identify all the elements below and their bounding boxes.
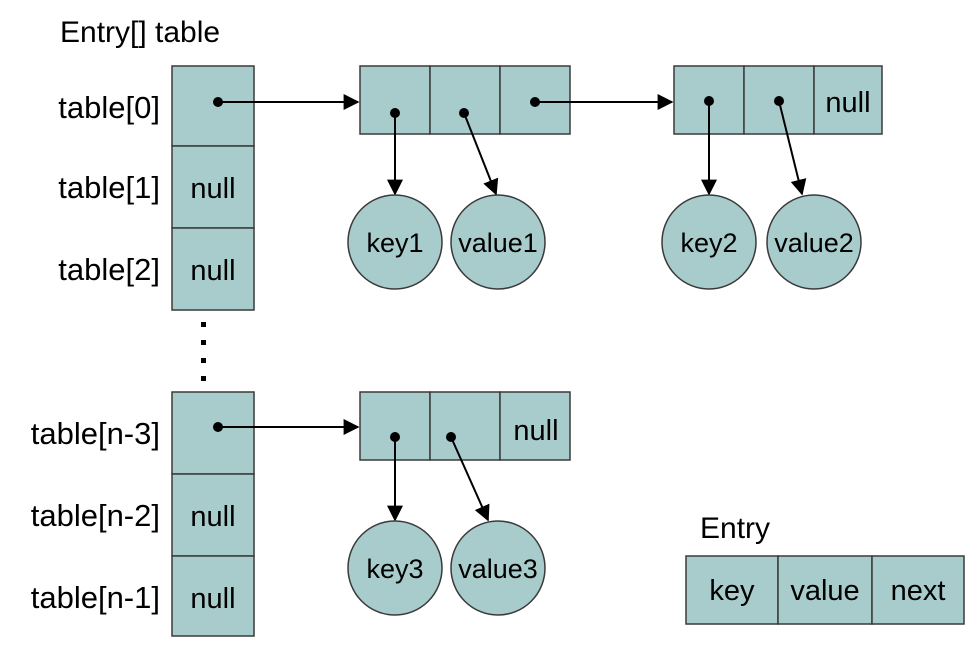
key1-node: key1: [347, 194, 443, 290]
value1-node: value1: [450, 194, 546, 290]
null-label: null: [513, 415, 558, 447]
key2-node: key2: [661, 194, 757, 290]
null-label: null: [190, 255, 235, 287]
ellipsis-dots: [201, 322, 206, 381]
entry-node-3: null: [359, 391, 571, 461]
value2-node: value2: [766, 194, 862, 290]
value1-label: value1: [458, 228, 538, 258]
entry-node-2: null: [673, 65, 883, 135]
table-array-top: null null: [171, 65, 255, 311]
null-label: null: [190, 583, 235, 615]
key3-node: key3: [347, 520, 443, 616]
legend-field-value: value: [790, 575, 859, 607]
table-title: Entry[] table: [60, 16, 220, 49]
table-cell-n-2: [171, 473, 255, 557]
value2-label: value2: [774, 228, 854, 258]
null-label: null: [190, 173, 235, 205]
table-cell-n-1: [171, 555, 255, 637]
legend-field-next: next: [891, 575, 946, 607]
value3-label: value3: [458, 554, 538, 584]
legend-field-key: key: [709, 575, 755, 607]
key1-label: key1: [366, 228, 423, 258]
row-label-table-n-3: table[n-3]: [31, 416, 160, 451]
null-label: null: [190, 501, 235, 533]
key3-label: key3: [366, 554, 423, 584]
value3-node: value3: [450, 520, 546, 616]
table-cell-0: [171, 65, 255, 147]
row-label-table-n-1: table[n-1]: [31, 580, 160, 615]
pointer-arrows: [213, 94, 807, 522]
table-cell-n-3: [171, 391, 255, 475]
legend-title: Entry: [700, 512, 770, 545]
entry-legend: key value next: [685, 555, 965, 625]
table-cell-1: [171, 145, 255, 229]
row-label-table-n-2: table[n-2]: [31, 498, 160, 533]
row-label-table-0: table[0]: [58, 90, 160, 125]
table-array-bottom: null null: [171, 391, 255, 637]
null-label: null: [825, 87, 870, 119]
row-label-table-2: table[2]: [58, 252, 160, 287]
table-cell-2: [171, 227, 255, 311]
key2-label: key2: [680, 228, 737, 258]
row-label-table-1: table[1]: [58, 170, 160, 205]
